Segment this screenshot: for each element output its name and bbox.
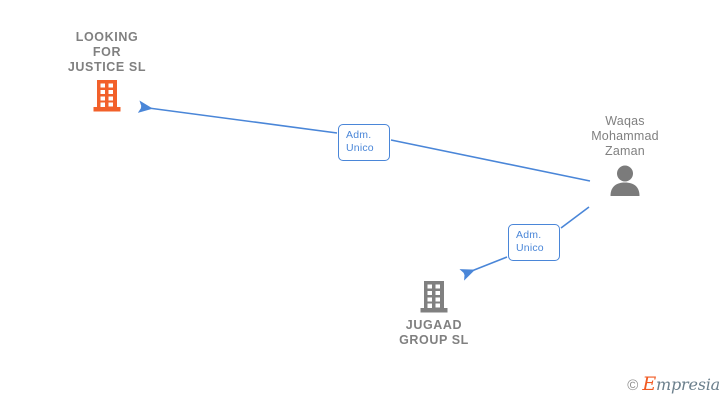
- edge-line-waqas-to-looking-for-justice: [390, 139, 591, 182]
- building-icon: [420, 281, 448, 313]
- node-waqas-mohammad-zaman[interactable]: Waqas Mohammad Zaman: [569, 114, 681, 196]
- edge-arrow-waqas-to-looking-for-justice: [137, 100, 338, 134]
- edge-label-adm-unico-looking-for-justice[interactable]: Adm. Unico: [338, 124, 390, 161]
- building-icon: [93, 80, 121, 112]
- brand-rest: mpresia: [656, 375, 720, 394]
- brand-name: Empresia: [642, 373, 720, 395]
- node-label-looking-for-justice: LOOKING FOR JUSTICE SL: [67, 30, 147, 74]
- brand-initial: E: [642, 373, 656, 395]
- node-looking-for-justice[interactable]: LOOKING FOR JUSTICE SL: [35, 30, 179, 113]
- person-icon: [610, 165, 640, 196]
- empresia-watermark: © Empresia: [627, 373, 720, 395]
- node-label-jugaad-group: JUGAAD GROUP SL: [399, 318, 469, 347]
- edge-arrow-waqas-to-jugaad: [459, 256, 508, 281]
- copyright-symbol: ©: [627, 377, 639, 394]
- node-jugaad-group[interactable]: JUGAAD GROUP SL: [378, 280, 490, 348]
- edge-line-waqas-to-jugaad: [560, 206, 590, 229]
- node-label-waqas-mohammad-zaman: Waqas Mohammad Zaman: [591, 114, 659, 158]
- edge-label-adm-unico-jugaad[interactable]: Adm. Unico: [508, 224, 560, 261]
